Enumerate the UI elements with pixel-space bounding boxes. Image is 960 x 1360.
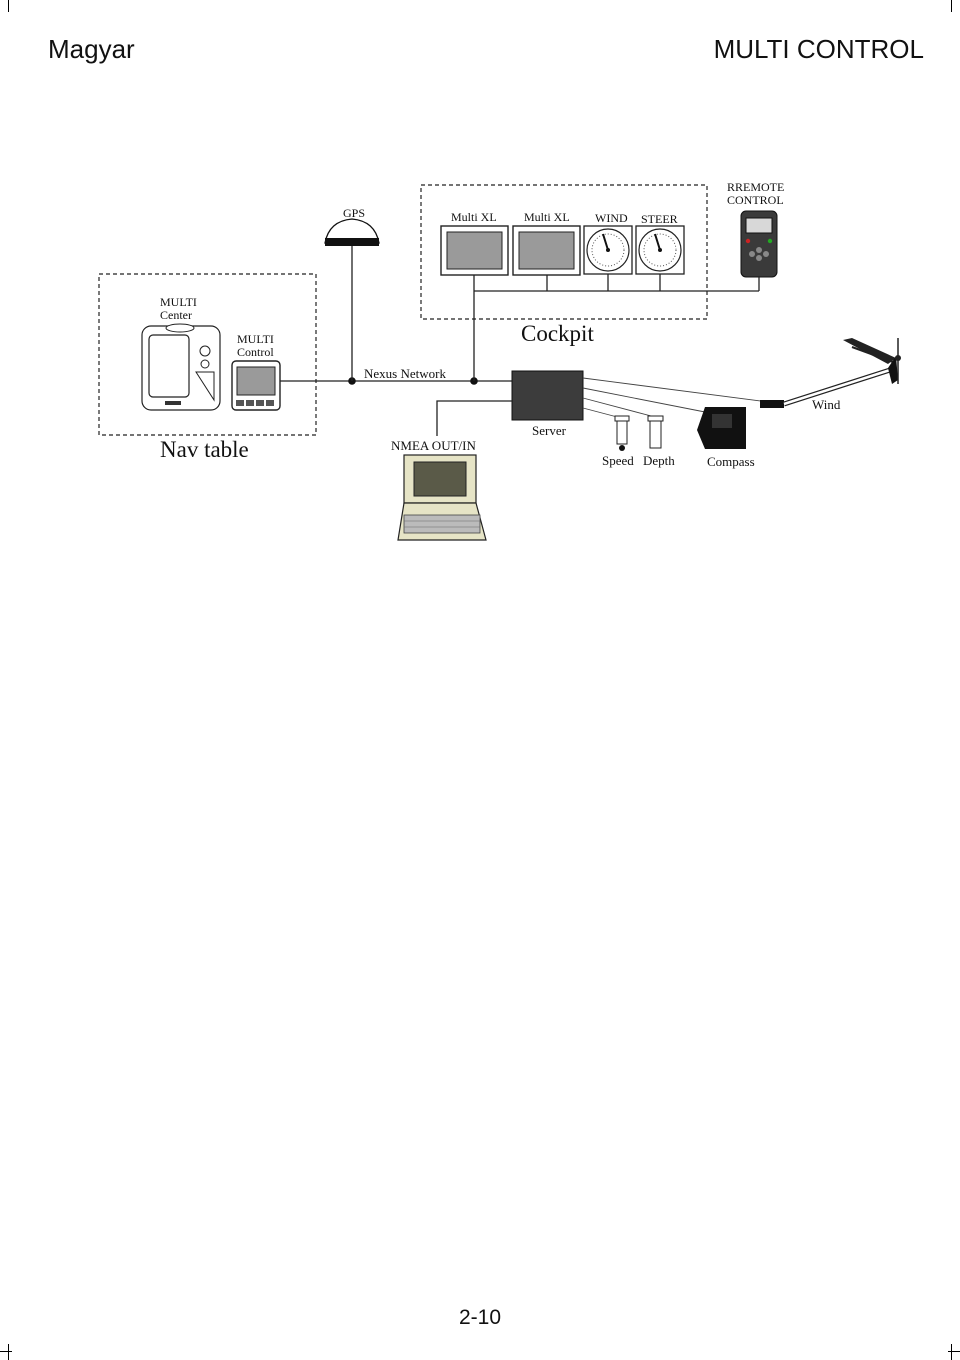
depth-label: Depth — [643, 453, 675, 468]
page-number: 2-10 — [458, 1306, 502, 1329]
multi-control-label-line2: Control — [237, 345, 274, 359]
compass-label: Compass — [707, 454, 755, 469]
gps-antenna — [324, 218, 380, 246]
wind-instrument-dial — [583, 225, 633, 275]
cockpit-label: Cockpit — [521, 321, 594, 346]
remote-control-label-line2: CONTROL — [727, 193, 784, 207]
speed-label: Speed — [602, 453, 634, 468]
cable-to-compass — [582, 387, 706, 413]
cockpit-box — [420, 184, 708, 320]
multi-xl-1-label: Multi XL — [451, 210, 497, 224]
crop-mark-top-left — [8, 0, 9, 12]
steer-instrument-dial — [635, 225, 685, 275]
multi-control-label-line1: MULTI — [237, 332, 274, 346]
header-language: Magyar — [48, 34, 135, 64]
speed-transducer — [614, 415, 630, 451]
gps-label: GPS — [343, 206, 365, 220]
depth-transducer — [647, 415, 664, 449]
crop-mark-bottom-right-h — [948, 1351, 960, 1352]
header-manual-title: MULTI CONTROL — [713, 34, 924, 64]
wind-sensor-label: Wind — [812, 397, 841, 412]
crop-mark-top-right — [951, 0, 952, 12]
multi-xl-display-2 — [512, 225, 581, 276]
crop-mark-bottom-left-v — [8, 1344, 9, 1360]
remote-control-device — [740, 210, 778, 278]
server-box — [511, 370, 584, 421]
nmea-cable — [436, 400, 512, 436]
nav-table-box — [98, 273, 317, 436]
nexus-network-label: Nexus Network — [364, 366, 446, 381]
multi-center-device — [141, 323, 221, 411]
multi-xl-2-label: Multi XL — [524, 210, 570, 224]
multi-center-label-line2: Center — [160, 308, 192, 322]
multi-xl-display-1 — [440, 225, 509, 276]
remote-control-label-line1: RREMOTE — [727, 180, 784, 194]
crop-mark-bottom-left-h — [0, 1351, 12, 1352]
laptop-computer — [397, 454, 487, 541]
server-label: Server — [532, 423, 567, 438]
crop-mark-bottom-right-v — [951, 1344, 952, 1360]
nmea-label: NMEA OUT/IN — [391, 438, 476, 453]
nav-table-label: Nav table — [160, 437, 249, 462]
steer-instrument-label: STEER — [641, 212, 678, 226]
compass-sensor — [697, 407, 746, 449]
multi-control-device — [231, 360, 281, 411]
cable-to-wind — [582, 377, 769, 403]
cable-to-depth — [582, 397, 656, 418]
wind-instrument-label: WIND — [595, 211, 628, 225]
wind-transducer — [760, 338, 901, 408]
multi-center-label-line1: MULTI — [160, 295, 197, 309]
network-diagram: Nav table Cockpit Nexus Network GPS MULT… — [98, 180, 901, 541]
